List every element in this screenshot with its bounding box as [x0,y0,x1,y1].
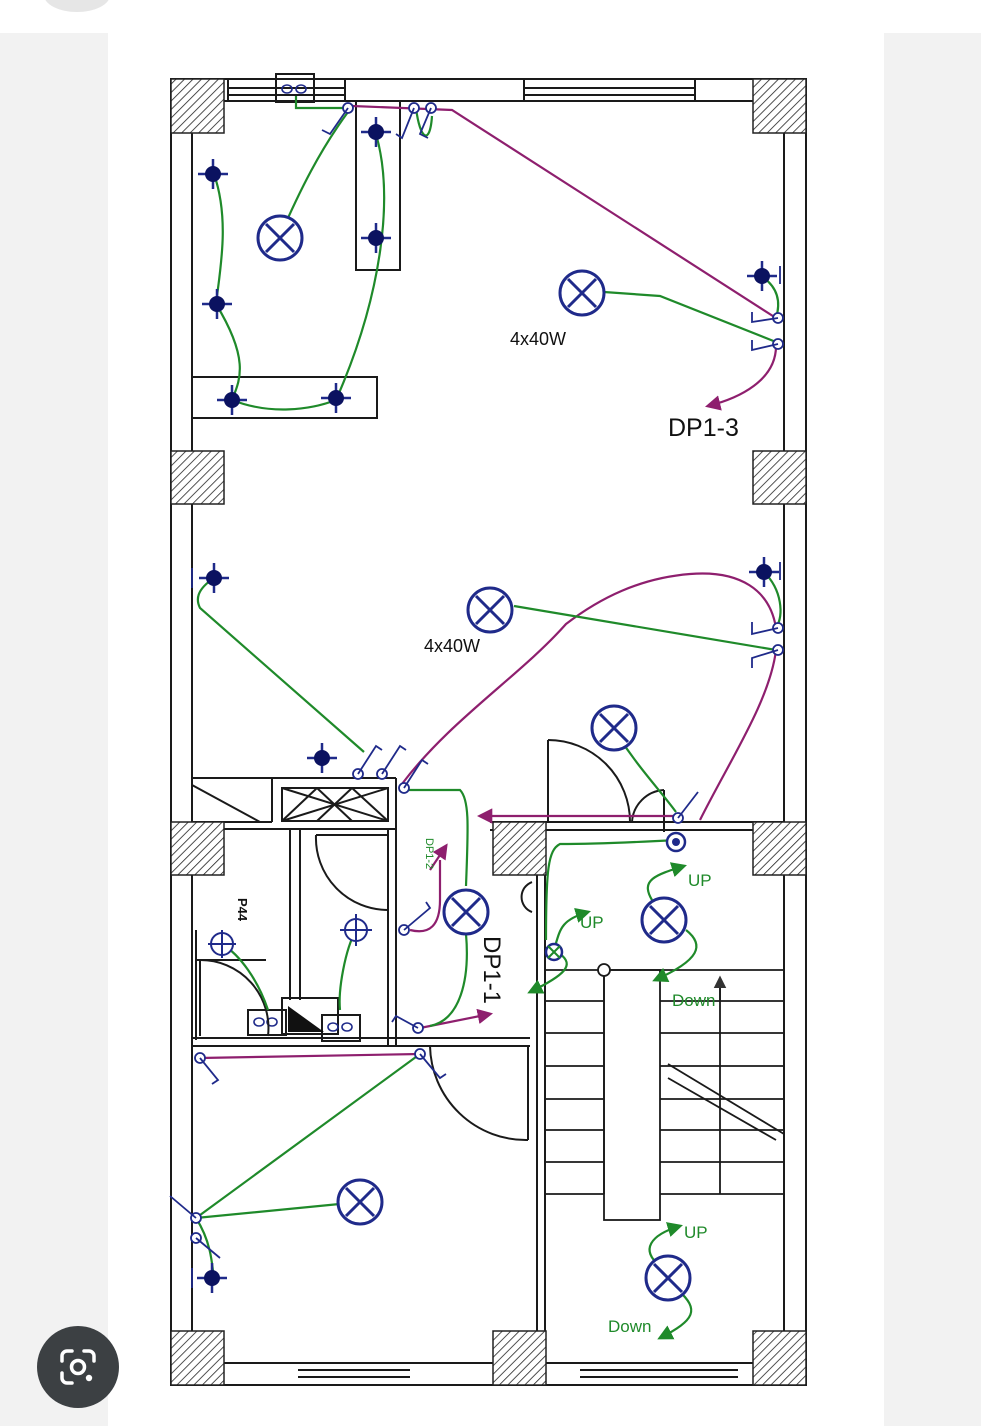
db-label-upper: DP1-3 [668,414,739,442]
db-label-small: DP1-2 [423,838,435,869]
staircase [545,963,785,1221]
doors [199,739,665,1142]
stair-down-label-2: Down [608,1317,651,1336]
point-fixtures [195,115,781,1295]
columns [170,78,807,1386]
room-tag: P44 [235,898,250,922]
image-viewer: 4x40W 4x40W DP1-3 DP1-1 DP1-2 P44 UP UP … [108,33,884,1426]
circuit-purple [199,104,778,1060]
top-bar [0,0,981,33]
special-outlets [208,831,687,962]
floor-plan: 4x40W 4x40W DP1-3 DP1-1 DP1-2 P44 UP UP … [169,73,807,1386]
circuit-green [192,96,782,1340]
avatar[interactable] [44,0,110,12]
load-label-middle: 4x40W [424,636,480,656]
stair-up-label-3: UP [684,1223,708,1242]
load-label-upper: 4x40W [510,329,566,349]
stair-down-label-1: Down [672,991,715,1010]
visual-search-icon [60,1349,96,1385]
db-label-lower: DP1-1 [478,936,505,1004]
switches [190,102,784,1244]
switch-ticks [169,107,781,1288]
stair-up-label-1: UP [688,871,712,890]
visual-search-button[interactable] [37,1326,119,1408]
plumbing-fixtures [253,84,353,1032]
walls [170,73,807,1386]
stair-up-label-2: UP [580,913,604,932]
